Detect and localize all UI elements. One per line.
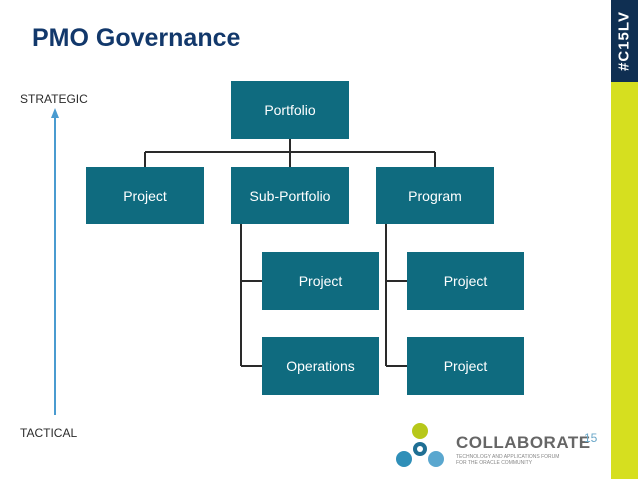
axis-top-label: STRATEGIC [20, 92, 88, 106]
node-project: Project [86, 167, 204, 224]
node-program-project-2: Project [407, 337, 524, 395]
collaborate-logo: COLLABORATE 15 TECHNOLOGY AND APPLICATIO… [394, 421, 598, 473]
node-sub-portfolio-project: Project [262, 252, 379, 310]
node-sub-portfolio-operations: Operations [262, 337, 379, 395]
node-program: Program [376, 167, 494, 224]
node-portfolio: Portfolio [231, 81, 349, 139]
node-program-project-1: Project [407, 252, 524, 310]
axis-bottom-label: TACTICAL [20, 426, 78, 440]
slide-title: PMO Governance [32, 24, 241, 52]
logo-tagline-line-2: FOR THE ORACLE COMMUNITY [456, 460, 533, 466]
logo-tagline-line-1: TECHNOLOGY AND APPLICATIONS FORUM [456, 454, 560, 460]
side-bar: #C15LV [611, 0, 638, 479]
logo-tagline: TECHNOLOGY AND APPLICATIONS FORUM FOR TH… [456, 454, 559, 466]
logo-name: COLLABORATE [456, 433, 591, 452]
hashtag-panel: #C15LV [611, 0, 638, 82]
logo-number: 15 [584, 431, 598, 445]
axis-arrow-head [51, 108, 59, 118]
node-sub-portfolio: Sub-Portfolio [231, 167, 349, 224]
collaborate-logo-icon [396, 423, 444, 467]
